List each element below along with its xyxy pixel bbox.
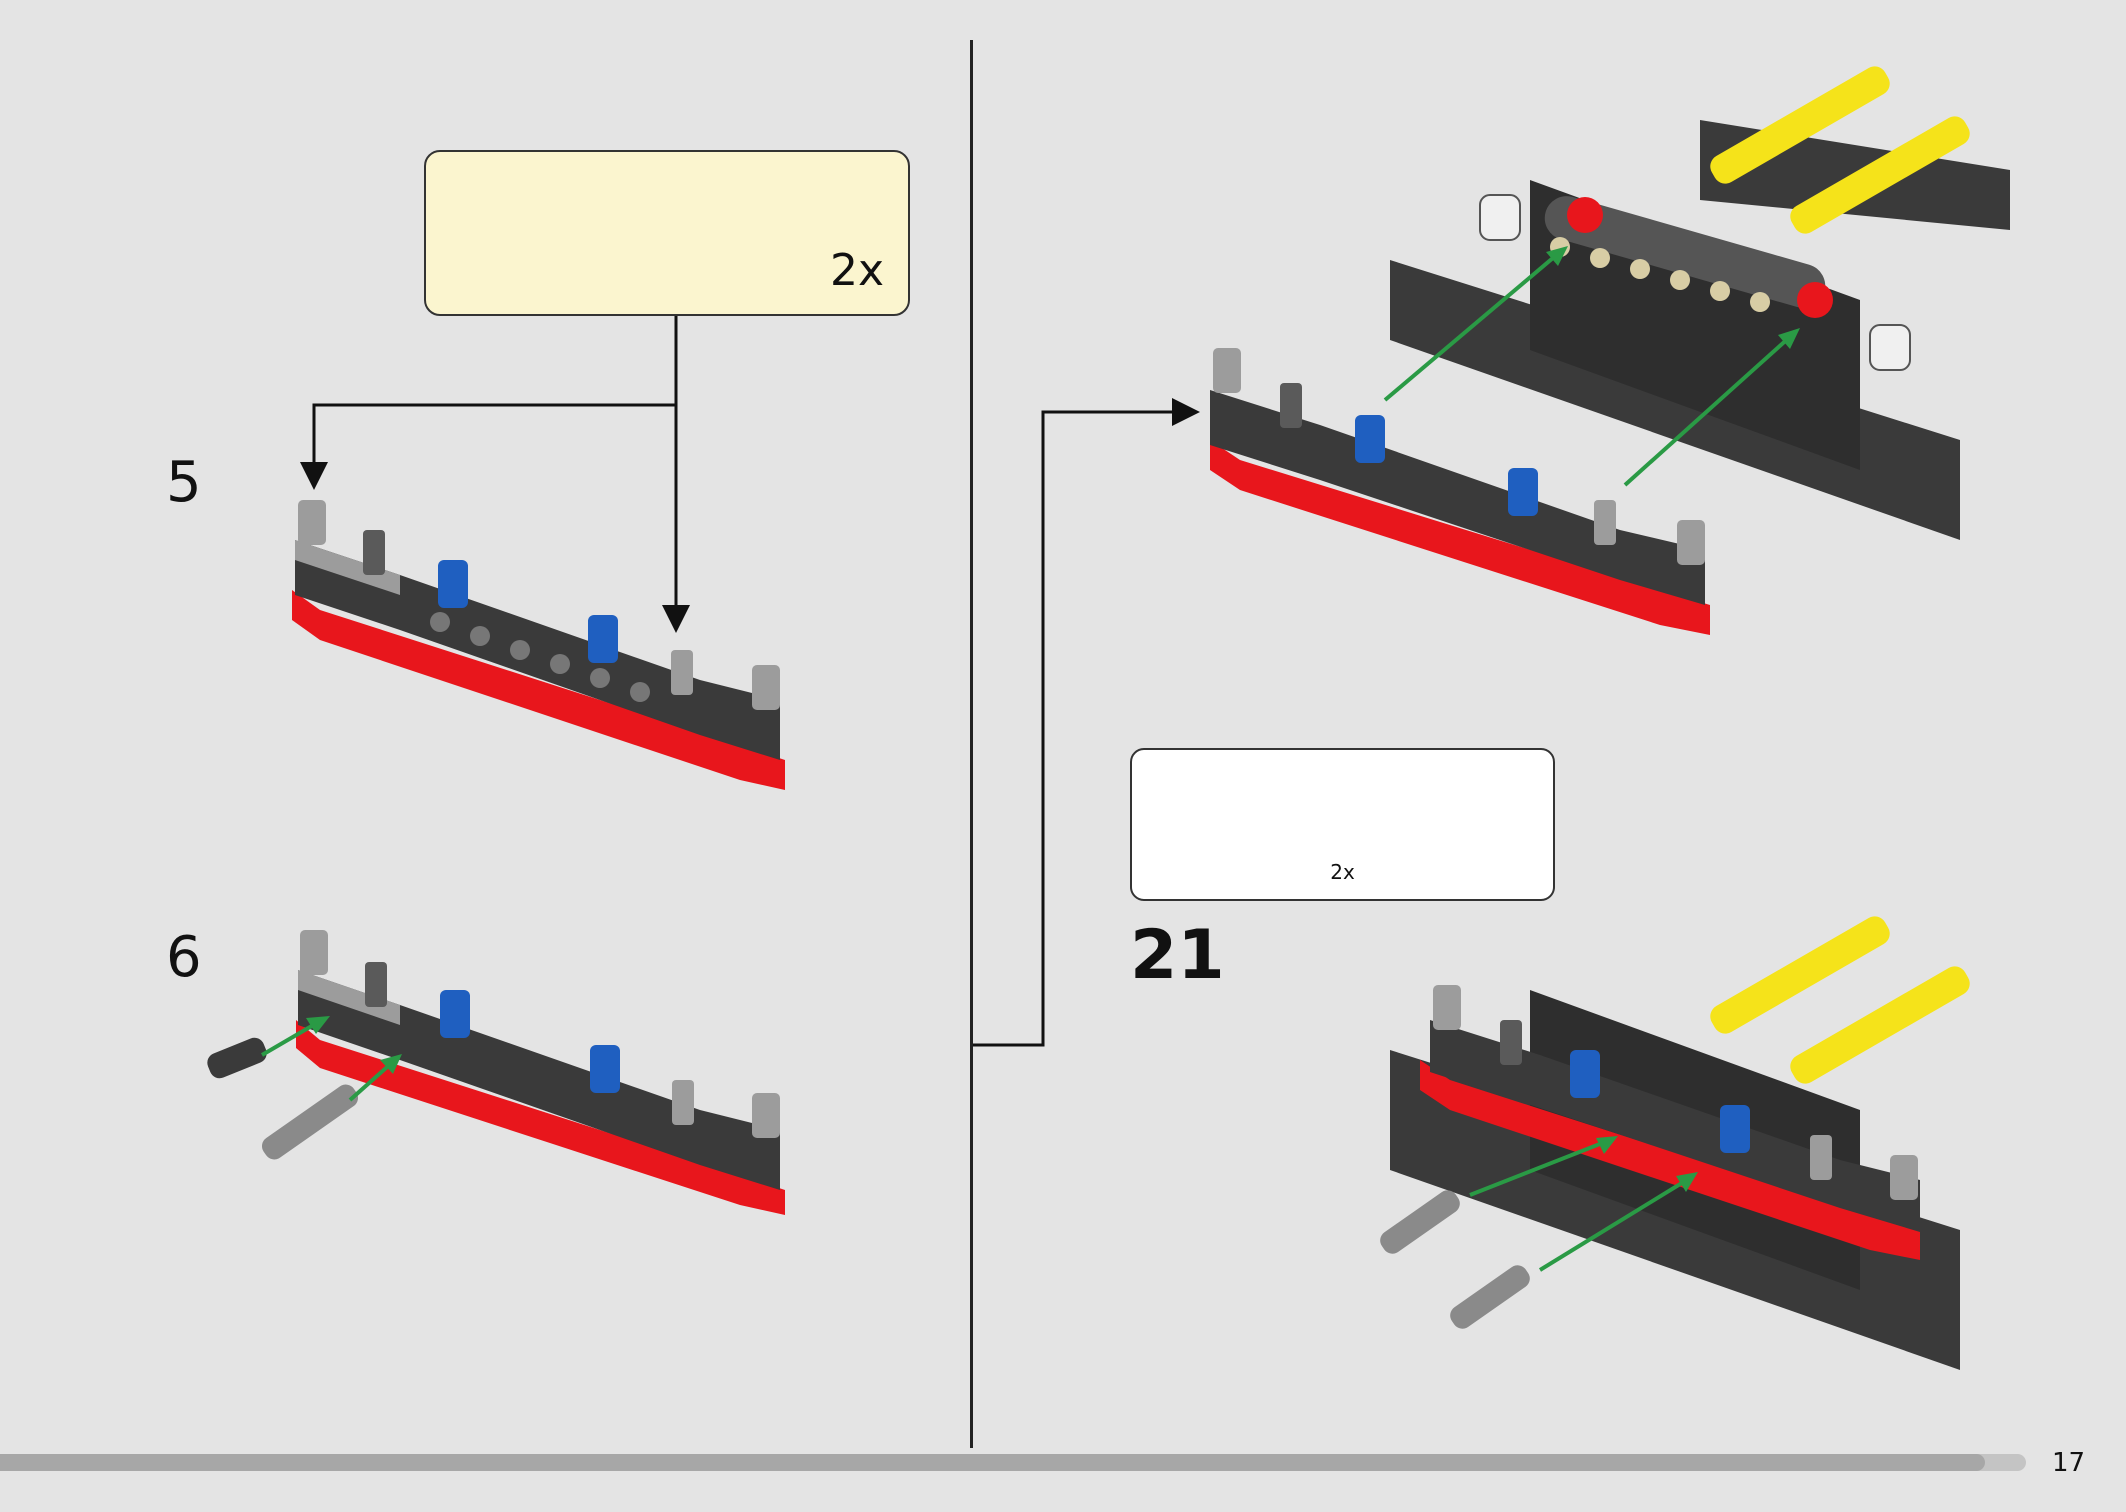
arrow-head-right [1172, 398, 1200, 426]
step-21-result-assembly [1380, 916, 1970, 1370]
arrow-head-down-right [662, 605, 690, 633]
arrow-head-down-left [300, 462, 328, 490]
page-number: 17 [2052, 1448, 2086, 1478]
callout-connector-arrows [312, 316, 678, 615]
subassembly-callout: 2x [424, 150, 910, 316]
step-number-5: 5 [166, 450, 202, 515]
step-21-exploded-assembly [1210, 66, 2010, 635]
parts-needed-box: 2x [1130, 748, 1555, 901]
page-divider [970, 40, 973, 1448]
step-number-6: 6 [166, 925, 202, 990]
step-21-connector [973, 410, 1180, 1047]
step-number-21: 21 [1130, 916, 1225, 995]
step-6-assembly [207, 930, 785, 1215]
book-progress-fill [0, 1454, 1986, 1471]
parts-quantity: 2x [1330, 860, 1355, 884]
callout-quantity: 2x [829, 245, 884, 296]
book-progress-bar [0, 1454, 2026, 1471]
step-5-assembly [292, 500, 785, 790]
